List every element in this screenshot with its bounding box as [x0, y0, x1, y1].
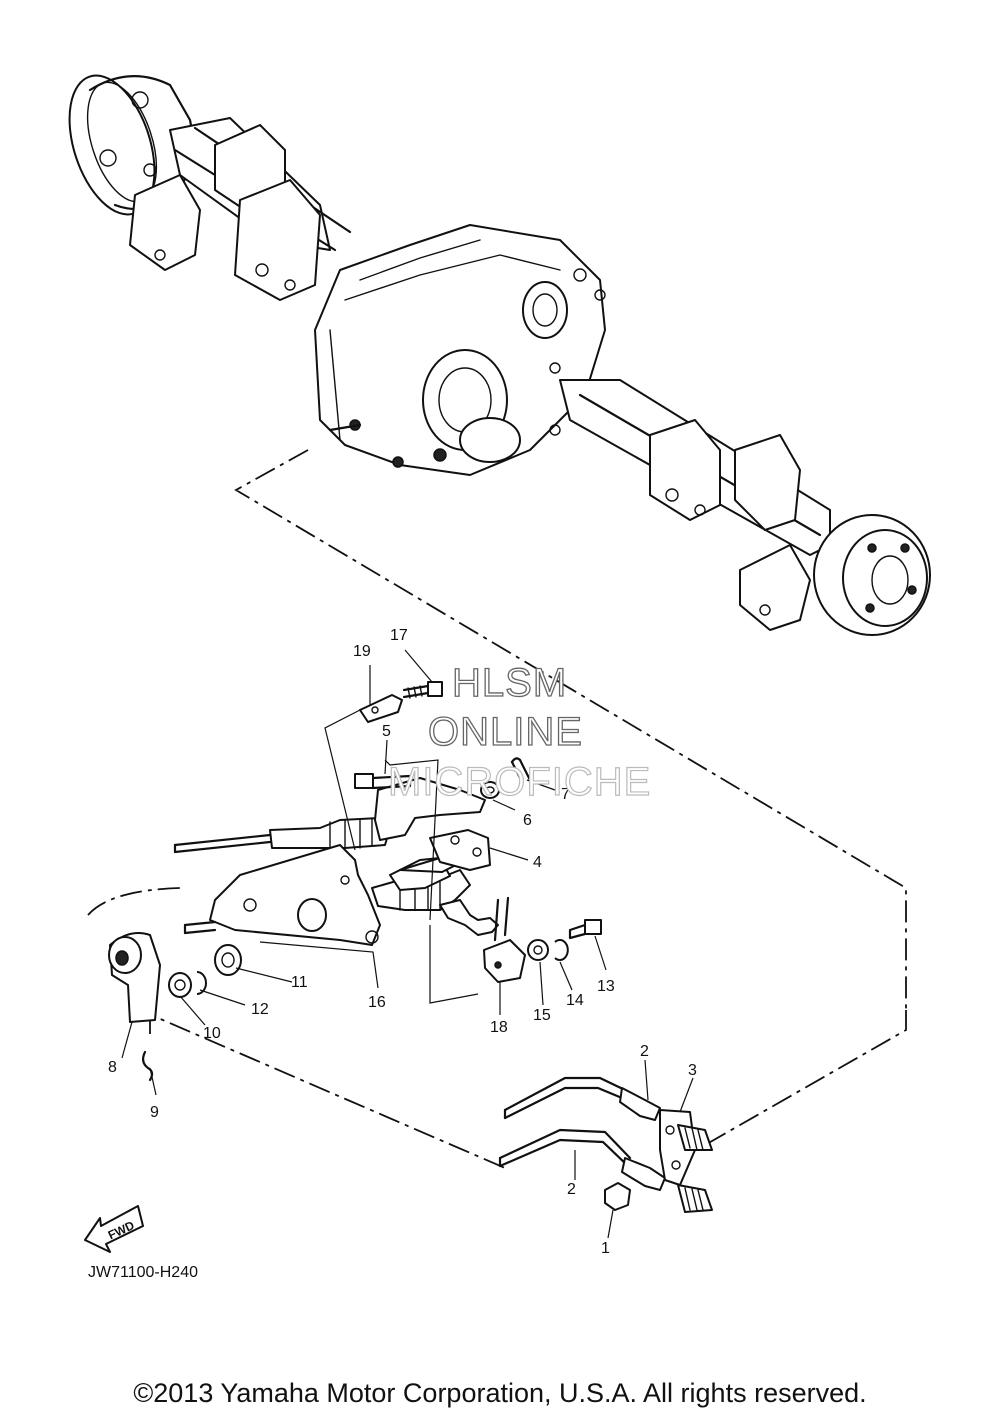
callout-2b: 2 [567, 1181, 576, 1198]
callout-7: 7 [561, 786, 570, 803]
callout-8: 8 [108, 1059, 117, 1076]
watermark-line-2: ONLINE [428, 710, 583, 754]
watermark-line-1: HLSM [452, 661, 567, 705]
callout-9: 9 [150, 1104, 159, 1121]
callout-2: 2 [640, 1043, 649, 1060]
callout-labels: 1 2 2 3 4 5 6 7 8 9 10 11 12 13 14 15 16… [108, 627, 697, 1257]
callout-16: 16 [368, 994, 386, 1011]
callout-18: 18 [490, 1019, 508, 1036]
callout-3: 3 [688, 1062, 697, 1079]
phantom-lines [87, 449, 907, 1169]
watermark-line-3: MICROFICHE [388, 760, 651, 804]
leader-lines [121, 649, 694, 1239]
watermark: HLSM ONLINE MICROFICHE [387, 660, 651, 804]
callout-11: 11 [291, 974, 308, 991]
callout-13: 13 [597, 978, 615, 995]
callout-15: 15 [533, 1007, 551, 1024]
diagram-reference-code: JW71100-H240 [88, 1264, 198, 1281]
callout-10: 10 [203, 1025, 221, 1042]
callout-4: 4 [533, 854, 542, 871]
callout-19: 19 [353, 643, 371, 660]
copyright-notice: ©2013 Yamaha Motor Corporation, U.S.A. A… [133, 1378, 867, 1408]
callout-6: 6 [523, 812, 532, 829]
callout-1: 1 [601, 1240, 610, 1257]
callout-5: 5 [382, 723, 391, 740]
brake-cable-assembly [108, 681, 713, 1213]
callout-17: 17 [390, 627, 408, 644]
callout-14: 14 [566, 992, 584, 1009]
fwd-arrow-icon: FWD [84, 1205, 144, 1253]
callout-12: 12 [251, 1001, 269, 1018]
rear-axle-assembly [68, 74, 931, 636]
